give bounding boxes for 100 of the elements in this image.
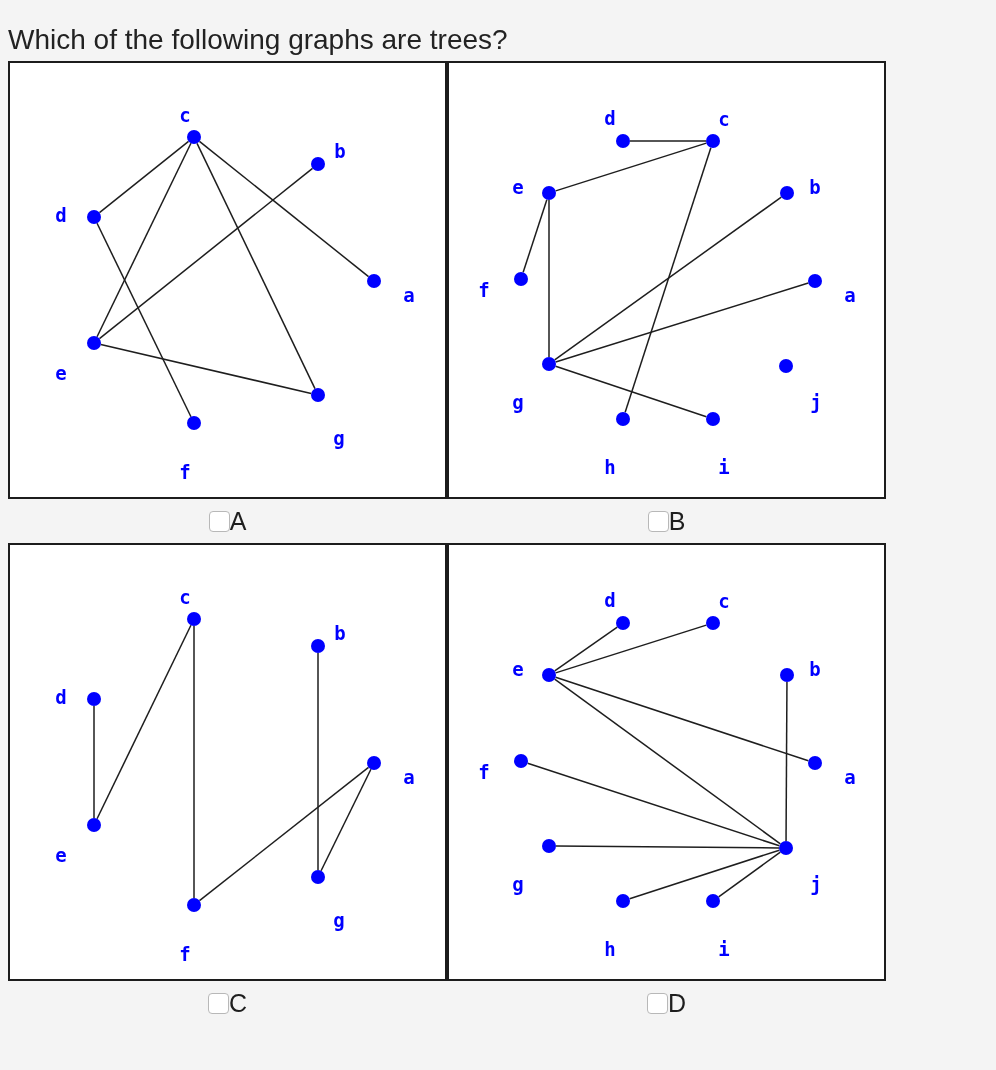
vertex-dot xyxy=(87,336,101,350)
graph-edge xyxy=(554,365,708,418)
vertex-dot xyxy=(187,416,201,430)
vertex-label: g xyxy=(512,392,524,412)
graph-edge xyxy=(100,343,312,395)
graph-edge xyxy=(785,681,788,842)
graph-edge xyxy=(554,282,810,363)
graph-edge xyxy=(548,199,550,358)
vertex-dot xyxy=(87,210,101,224)
graph-edge xyxy=(629,140,707,142)
vertex-label: d xyxy=(604,590,616,610)
graph-panel xyxy=(447,61,886,499)
vertex-label: d xyxy=(55,205,67,225)
vertex-dot xyxy=(542,839,556,853)
vertex-dot xyxy=(311,157,325,171)
graph-edge xyxy=(96,624,192,820)
vertex-label: i xyxy=(718,457,730,477)
vertex-dot xyxy=(779,841,793,855)
graph-edge xyxy=(193,625,195,899)
vertex-label: i xyxy=(718,939,730,959)
vertex-label: j xyxy=(810,874,822,894)
option-label: A xyxy=(229,507,247,535)
vertex-label: d xyxy=(604,108,616,128)
vertex-dot xyxy=(808,756,822,770)
vertex-dot xyxy=(706,412,720,426)
graph-edge xyxy=(196,142,316,390)
vertex-label: h xyxy=(604,939,616,959)
vertex-label: e xyxy=(55,363,67,383)
vertex-label: c xyxy=(718,591,730,611)
graph-panel xyxy=(8,543,447,981)
vertex-label: a xyxy=(844,767,856,787)
vertex-label: g xyxy=(512,874,524,894)
vertex-dot xyxy=(367,274,381,288)
graph-edge xyxy=(320,768,372,872)
vertex-label: j xyxy=(810,392,822,412)
graph-edge xyxy=(98,140,190,214)
vertex-label: g xyxy=(333,910,345,930)
graph-edge xyxy=(624,146,712,414)
graph-edge xyxy=(628,849,781,900)
vertex-dot xyxy=(616,894,630,908)
vertex-label: c xyxy=(718,109,730,129)
vertex-label: f xyxy=(179,944,191,964)
graph-edge xyxy=(93,705,95,819)
vertex-dot xyxy=(616,134,630,148)
vertex-dot xyxy=(542,668,556,682)
vertex-dot xyxy=(780,668,794,682)
graph-edge xyxy=(522,198,548,274)
vertex-dot xyxy=(542,186,556,200)
vertex-dot xyxy=(87,818,101,832)
vertex-dot xyxy=(706,134,720,148)
vertex-dot xyxy=(542,357,556,371)
graph-edge xyxy=(553,196,783,361)
graph-edge xyxy=(554,626,618,672)
vertex-label: a xyxy=(403,767,415,787)
option-label: D xyxy=(667,989,687,1017)
vertex-dot xyxy=(311,388,325,402)
vertex-dot xyxy=(311,870,325,884)
vertex-dot xyxy=(514,272,528,286)
vertex-label: b xyxy=(334,623,346,643)
vertex-label: a xyxy=(403,285,415,305)
vertex-label: b xyxy=(809,177,821,197)
vertex-dot xyxy=(616,616,630,630)
graph-edge xyxy=(198,766,370,902)
vertex-dot xyxy=(706,616,720,630)
vertex-label: f xyxy=(179,462,191,482)
graph-edge xyxy=(317,652,319,871)
option-label: B xyxy=(668,507,686,535)
vertex-dot xyxy=(706,894,720,908)
vertex-label: g xyxy=(333,428,345,448)
graph-edge xyxy=(554,624,708,674)
graph-edge xyxy=(554,676,810,762)
graph-edge xyxy=(553,678,782,845)
vertex-dot xyxy=(187,612,201,626)
graph-edge xyxy=(717,851,782,898)
question-text: Which of the following graphs are trees? xyxy=(8,23,508,57)
vertex-label: a xyxy=(844,285,856,305)
vertex-dot xyxy=(780,186,794,200)
vertex-label: f xyxy=(478,280,490,300)
vertex-label: e xyxy=(55,845,67,865)
vertex-dot xyxy=(311,639,325,653)
graph-panel xyxy=(447,543,886,981)
vertex-label: c xyxy=(179,105,191,125)
vertex-label: b xyxy=(334,141,346,161)
vertex-label: h xyxy=(604,457,616,477)
graph-edge xyxy=(554,142,708,192)
graph-edge xyxy=(98,167,314,340)
vertex-label: c xyxy=(179,587,191,607)
graph-panel xyxy=(8,61,447,499)
vertex-dot xyxy=(514,754,528,768)
vertex-label: f xyxy=(478,762,490,782)
graph-edge xyxy=(96,142,192,338)
vertex-dot xyxy=(367,756,381,770)
graph-edge xyxy=(198,140,370,278)
graph-edge xyxy=(526,762,781,847)
vertex-label: e xyxy=(512,177,524,197)
vertex-dot xyxy=(187,130,201,144)
graph-edge xyxy=(96,222,192,418)
option-label: C xyxy=(228,989,248,1017)
vertex-label: d xyxy=(55,687,67,707)
vertex-dot xyxy=(187,898,201,912)
